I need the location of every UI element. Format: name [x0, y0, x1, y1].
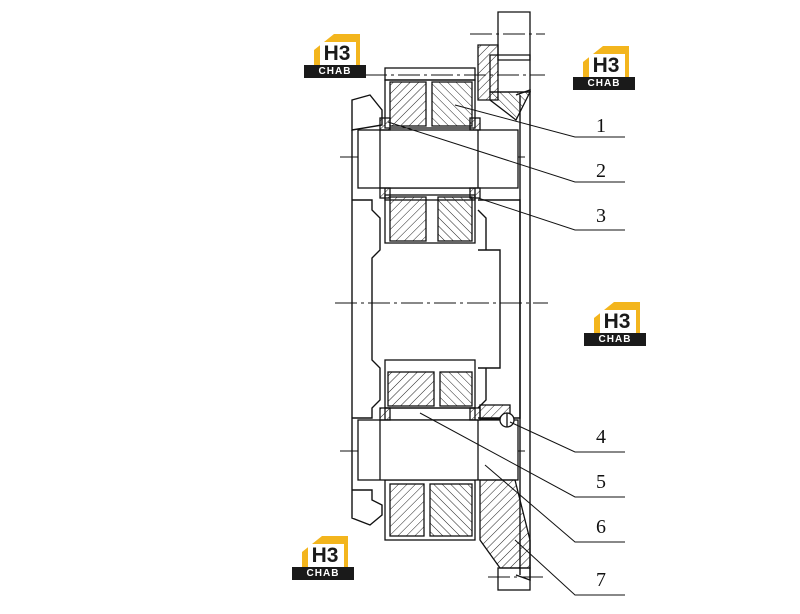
brand-logo: H3 CHAB	[304, 32, 366, 78]
callout-1: 1	[596, 115, 606, 137]
callout-labels: 1 2 3 4 5 6 7	[596, 115, 606, 591]
brand-logo: H3 CHAB	[573, 44, 635, 90]
brand-mark: H3	[311, 544, 339, 567]
upper-pin-shaft	[357, 117, 519, 199]
house-icon	[302, 536, 348, 568]
brand-tag: CHAB	[292, 567, 354, 580]
house-icon	[314, 34, 360, 66]
callout-6: 6	[596, 516, 606, 538]
brand-tag: CHAB	[573, 77, 635, 90]
brand-logo: H3 CHAB	[292, 534, 354, 580]
callout-4: 4	[596, 426, 606, 448]
callout-5: 5	[596, 471, 606, 493]
ring-flange	[477, 11, 532, 591]
brand-mark: H3	[603, 310, 631, 333]
brand-logo: H3 CHAB	[584, 300, 646, 346]
upper-planet-gear	[384, 67, 476, 244]
brand-tag: CHAB	[304, 65, 366, 78]
leader-lines	[387, 104, 625, 596]
brand-mark: H3	[592, 54, 620, 77]
callout-2: 2	[596, 160, 606, 182]
house-icon	[583, 46, 629, 78]
house-icon	[594, 302, 640, 334]
brand-mark: H3	[323, 42, 351, 65]
callout-3: 3	[596, 205, 606, 227]
callout-7: 7	[596, 569, 606, 591]
ball-detent	[499, 412, 515, 428]
brand-tag: CHAB	[584, 333, 646, 346]
